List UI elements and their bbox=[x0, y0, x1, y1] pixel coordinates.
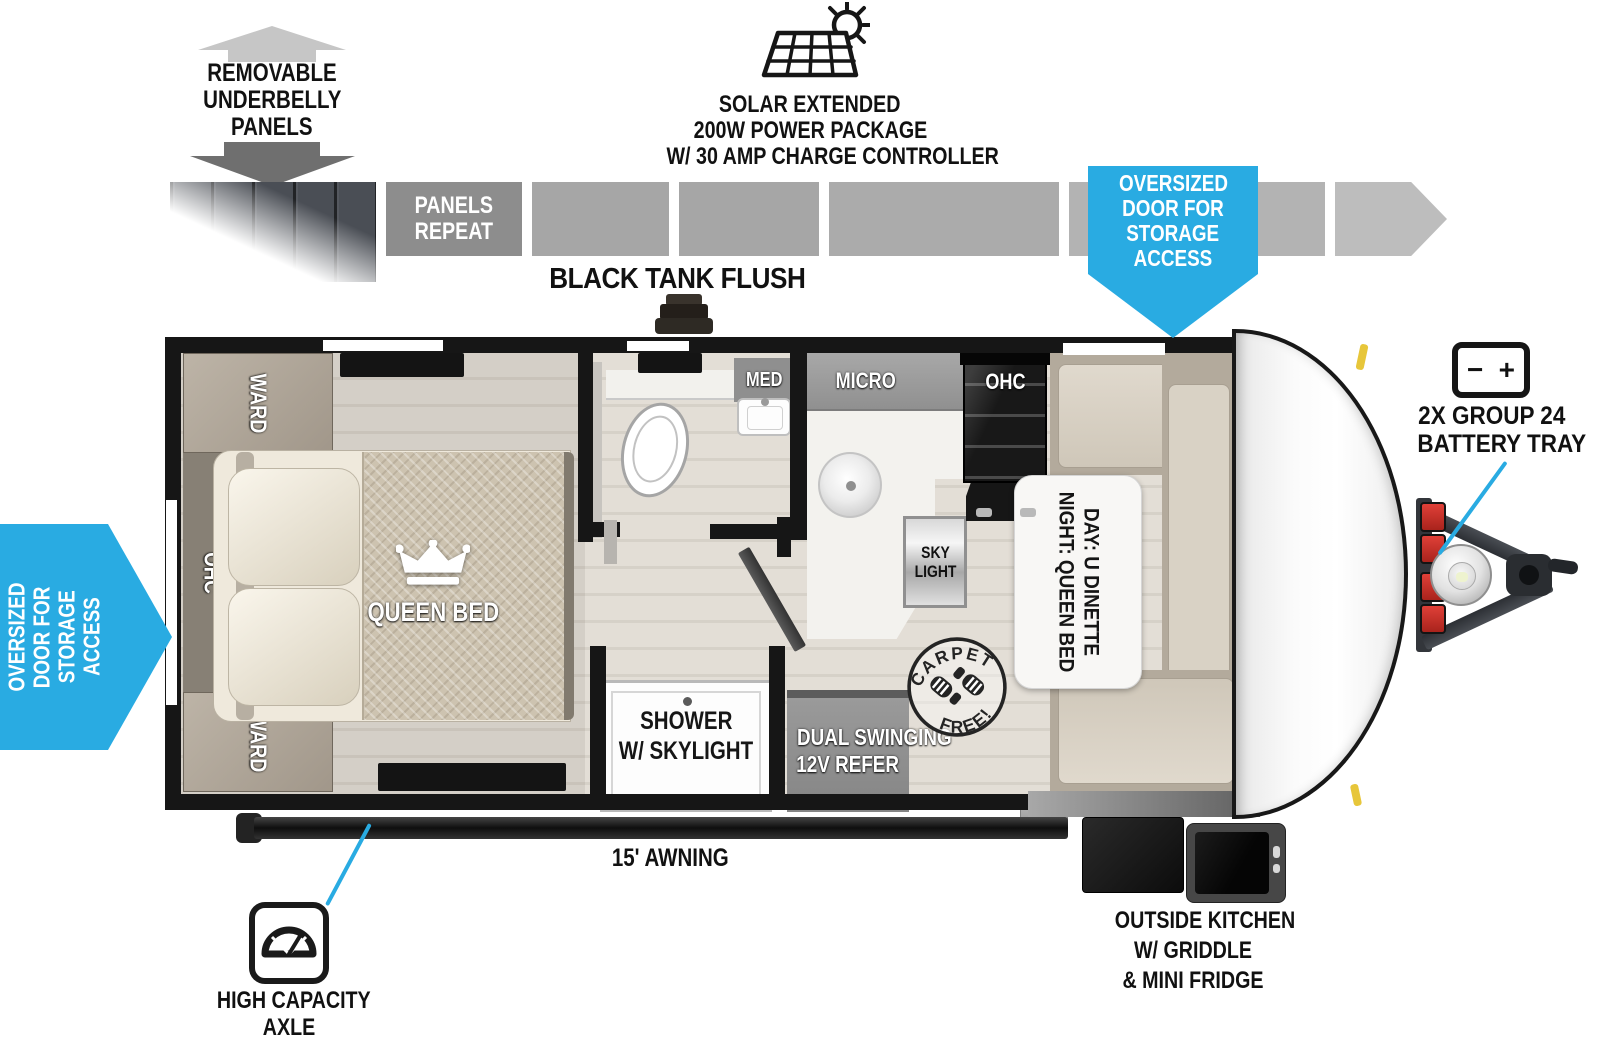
battery-minus: − bbox=[1467, 354, 1484, 385]
clearance-marker-top bbox=[1355, 343, 1369, 371]
dinette-bench-bottom-cushion bbox=[1058, 678, 1234, 784]
storage-door-callout-left-label: OVERSIZED DOOR FOR STORAGE ACCESS bbox=[3, 582, 105, 692]
hall-door-fin bbox=[604, 520, 617, 564]
outside-kitchen-label: OUTSIDE KITCHEN W/ GRIDDLE & MINI FRIDGE bbox=[1114, 907, 1296, 994]
underbelly-up-arrow bbox=[198, 26, 346, 50]
ohc-kitchen-label: OHC bbox=[984, 369, 1026, 394]
wall-bottom bbox=[165, 794, 1243, 810]
black-tank-flush-fitting-base bbox=[655, 318, 713, 334]
bath-window bbox=[638, 353, 702, 373]
toilet-seat bbox=[625, 410, 685, 488]
outside-kitchen-platform bbox=[1028, 791, 1260, 817]
black-tank-flush-fitting-mid bbox=[660, 304, 708, 320]
clearance-marker-bottom bbox=[1349, 783, 1363, 807]
mini-fridge-dial bbox=[1273, 864, 1280, 873]
wall-bath-kitchen bbox=[790, 353, 807, 540]
mini-fridge bbox=[1186, 823, 1286, 903]
med-sink-basin bbox=[747, 406, 783, 430]
wall-shower-right bbox=[769, 646, 785, 810]
wall-shower-left bbox=[590, 646, 606, 810]
med-cabinet: MED bbox=[734, 358, 794, 402]
battery-pack-cell-1 bbox=[1420, 502, 1446, 532]
pocket-door bbox=[593, 362, 602, 538]
shower-drain bbox=[683, 697, 692, 706]
storage-door-callout-left: OVERSIZED DOOR FOR STORAGE ACCESS bbox=[0, 524, 108, 750]
hitch-coupler-hole bbox=[1519, 565, 1539, 585]
underbelly-label: REMOVABLE UNDERBELLY PANELS bbox=[202, 59, 342, 141]
ohc-cabinet-hinge-left bbox=[976, 508, 992, 517]
ohc-cabinet-top-trim bbox=[960, 353, 1050, 365]
underbelly-panels-image bbox=[170, 182, 376, 282]
battery-plus: + bbox=[1498, 354, 1515, 385]
storage-door-callout-top: OVERSIZED DOOR FOR STORAGE ACCESS bbox=[1088, 166, 1258, 274]
med-sink-faucet bbox=[761, 398, 769, 406]
wardrobe-top: WARD bbox=[183, 353, 333, 453]
bar-segment-1 bbox=[532, 182, 669, 256]
bedroom-window-top bbox=[340, 353, 464, 377]
oversized-door-strip-top bbox=[1063, 343, 1165, 355]
bedroom-window-bottom bbox=[378, 763, 566, 791]
black-tank-flush-fitting bbox=[666, 294, 702, 306]
kitchen-sink-drain bbox=[846, 481, 856, 491]
skylight: SKY LIGHT bbox=[903, 516, 967, 608]
battery-pack-cell-4 bbox=[1420, 604, 1446, 634]
carpet-free-stamp: CARPET FREE! bbox=[900, 632, 1007, 744]
awning-label: 15' AWNING bbox=[611, 844, 729, 872]
kitchen-sink bbox=[818, 452, 882, 518]
boot-print-icon bbox=[930, 676, 962, 705]
bed-footboard bbox=[564, 452, 574, 720]
bar-segment-2 bbox=[679, 182, 819, 256]
queen-bed-label: QUEEN BED bbox=[367, 597, 499, 627]
underbelly-down-arrow-stem bbox=[224, 142, 320, 156]
black-tank-flush-label: BLACK TANK FLUSH bbox=[549, 263, 806, 295]
battery-label: 2X GROUP 24 BATTERY TRAY bbox=[1417, 402, 1587, 458]
ohc-cabinet-hinge-right bbox=[1020, 508, 1036, 517]
bed-pillow-bottom bbox=[228, 588, 360, 706]
ohc-cabinet-kitchen bbox=[963, 353, 1047, 483]
oversized-door-strip-rear bbox=[166, 500, 177, 705]
dinette-label: DAY: U DINETTE NIGHT: QUEEN BED bbox=[1054, 491, 1102, 673]
storage-door-callout-left-arrow bbox=[108, 524, 172, 750]
bed-blanket bbox=[362, 452, 568, 720]
micro-label: MICRO bbox=[835, 368, 897, 393]
bath-counter bbox=[606, 370, 736, 400]
boot-print-icon-2 bbox=[953, 667, 985, 696]
panels-fade-overlay bbox=[170, 182, 376, 282]
refer-label: DUAL SWINGING 12V REFER bbox=[796, 724, 952, 777]
bedroom-roof-vent-strip bbox=[323, 340, 443, 351]
refer bbox=[787, 690, 909, 812]
awning-rail bbox=[254, 817, 1068, 839]
underbelly-up-arrow-stem bbox=[228, 50, 316, 62]
front-cap bbox=[1232, 329, 1408, 819]
solar-label: SOLAR EXTENDED 200W POWER PACKAGE W/ 30 … bbox=[666, 91, 999, 170]
shower-label: SHOWER W/ SKYLIGHT bbox=[618, 707, 754, 765]
crown-icon bbox=[396, 540, 470, 585]
med-label: MED bbox=[745, 368, 783, 391]
med-sink bbox=[737, 398, 791, 436]
griddle bbox=[1082, 817, 1184, 893]
solar-panel-icon bbox=[761, 2, 870, 78]
wall-bed-bath bbox=[578, 353, 593, 542]
mini-fridge-glass bbox=[1195, 832, 1269, 894]
skylight-label: SKY LIGHT bbox=[914, 543, 956, 581]
battery-icon: − + bbox=[1452, 342, 1530, 398]
mini-fridge-handle bbox=[1273, 846, 1280, 858]
bath-wall-strip bbox=[627, 341, 689, 351]
propane-tank-glint bbox=[1456, 572, 1468, 582]
bar-arrow-segment bbox=[1335, 182, 1447, 256]
wall-bath-bottom-stub bbox=[777, 517, 791, 557]
bar-segment-3 bbox=[829, 182, 1059, 256]
kitchen-upper-band bbox=[807, 353, 969, 411]
wall-bath-bottom bbox=[710, 524, 807, 539]
bed-pillow-top bbox=[228, 468, 360, 586]
wardrobe-top-label: WARD bbox=[245, 373, 272, 433]
axle-scale-icon bbox=[249, 902, 329, 984]
axle-label: HIGH CAPACITY AXLE bbox=[216, 987, 371, 1041]
